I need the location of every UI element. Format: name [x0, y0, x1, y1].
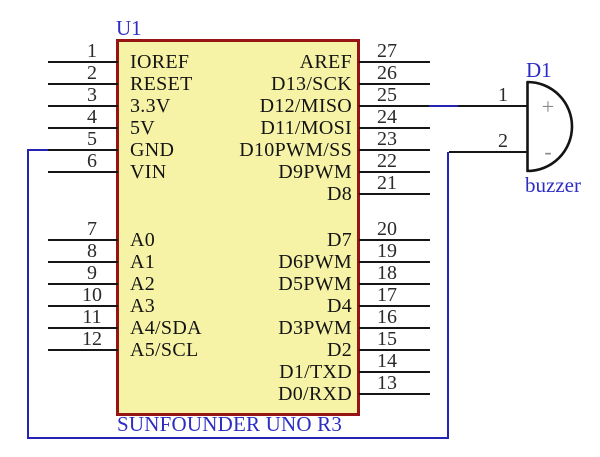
pin-line: [359, 371, 430, 373]
pin-line: [48, 283, 118, 285]
wire-gnd-segment: [27, 149, 50, 151]
pin-line: [359, 127, 430, 129]
buzzer-pin-number: 1: [498, 84, 508, 106]
pin-number: 15: [377, 328, 397, 350]
pin-number: 24: [377, 106, 397, 128]
pin-number: 2: [87, 62, 97, 84]
pin-number: 14: [377, 350, 397, 372]
chip-designator: U1: [116, 16, 142, 40]
plus-polarity-mark: +: [541, 94, 555, 119]
pin-line: [359, 61, 430, 63]
pin-line: [48, 349, 118, 351]
wire-bottom-horizontal: [27, 437, 449, 439]
pin-line: [359, 171, 430, 173]
pin-line: [48, 61, 118, 63]
pin-line: [48, 305, 118, 307]
pin-number: 22: [377, 150, 397, 172]
buzzer-designator: D1: [526, 58, 552, 82]
chip-part-name: SUNFOUNDER UNO R3: [117, 412, 343, 436]
buzzer-pin-line: [449, 151, 528, 153]
pin-line: [359, 193, 430, 195]
pin-line: [48, 327, 118, 329]
wire-left-vertical: [27, 149, 29, 439]
minus-polarity-mark: -: [544, 139, 552, 164]
pin-number: 5: [87, 128, 97, 150]
pin-number: 1: [87, 40, 97, 62]
pin-line: [359, 83, 430, 85]
pin-number: 8: [87, 240, 97, 262]
buzzer-label: buzzer: [525, 173, 581, 197]
pin-line: [359, 349, 430, 351]
pin-line: [48, 261, 118, 263]
pin-number: 3: [87, 84, 97, 106]
pin-number: 9: [87, 262, 97, 284]
pin-line: [48, 239, 118, 241]
pin-line: [359, 105, 430, 107]
pin-line: [359, 239, 430, 241]
pin-line: [48, 127, 118, 129]
pin-number: 12: [82, 328, 102, 350]
wire-pin25-segment: [429, 105, 459, 107]
pin-number: 11: [82, 306, 102, 328]
pin-line: [359, 393, 430, 395]
buzzer-pin-number: 2: [498, 130, 508, 152]
pin-number: 17: [377, 284, 397, 306]
buzzer-pin-line: [458, 105, 528, 107]
wire-right-vertical: [447, 152, 449, 439]
pin-number: 13: [377, 372, 397, 394]
pin-number: 6: [87, 150, 97, 172]
pin-line: [359, 283, 430, 285]
pin-number: 16: [377, 306, 397, 328]
pin-line: [48, 149, 118, 151]
pin-line: [359, 305, 430, 307]
pin-line: [48, 171, 118, 173]
pin-number: 4: [87, 106, 97, 128]
pin-number: 21: [377, 172, 397, 194]
pin-number: 19: [377, 240, 397, 262]
chip-body: [116, 39, 360, 416]
pin-line: [359, 327, 430, 329]
pin-number: 23: [377, 128, 397, 150]
pin-line: [359, 149, 430, 151]
pin-number: 7: [87, 218, 97, 240]
pin-line: [48, 83, 118, 85]
buzzer-symbol-icon: [526, 80, 574, 173]
pin-line: [359, 261, 430, 263]
pin-number: 27: [377, 40, 397, 62]
pin-number: 18: [377, 262, 397, 284]
pin-number: 26: [377, 62, 397, 84]
pin-number: 25: [377, 84, 397, 106]
pin-number: 20: [377, 218, 397, 240]
pin-number: 10: [82, 284, 102, 306]
pin-line: [48, 105, 118, 107]
